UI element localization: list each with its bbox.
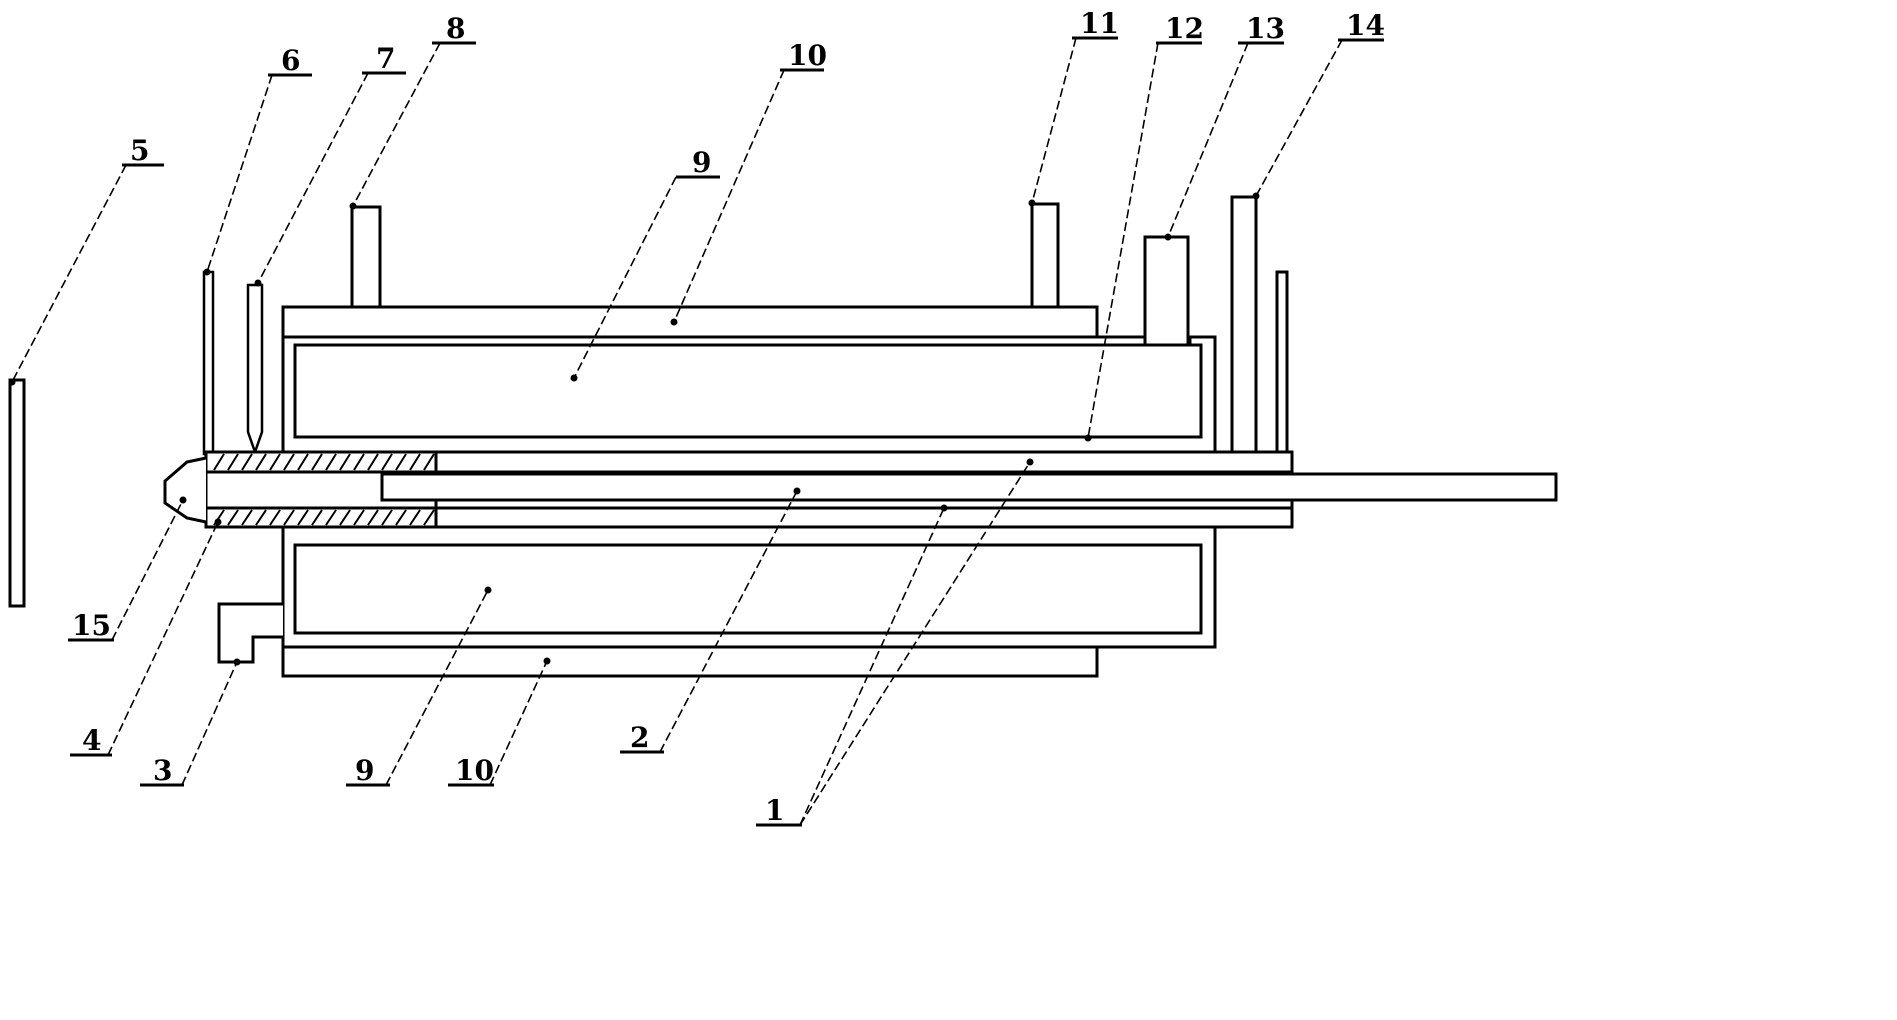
hatch-line bbox=[241, 509, 253, 526]
part-8-port bbox=[350, 205, 382, 309]
callout-1: 1 bbox=[756, 794, 802, 827]
hatch-line bbox=[283, 453, 295, 471]
callout-10-upper-text: 10 bbox=[788, 39, 827, 72]
callout-7-text: 7 bbox=[376, 42, 395, 75]
hatch-line bbox=[353, 453, 365, 471]
callout-10-upper: 10 bbox=[780, 39, 827, 72]
hatch-line bbox=[269, 453, 281, 471]
callout-8: 8 bbox=[432, 12, 476, 45]
hatch-line bbox=[325, 453, 337, 471]
hatch-line bbox=[381, 453, 393, 471]
part-14-tube bbox=[1230, 195, 1258, 454]
part-15-nozzle-tip bbox=[163, 456, 207, 524]
part-10-upper-jacket bbox=[281, 305, 1099, 339]
part-5-plate bbox=[8, 378, 26, 608]
hatch-line bbox=[255, 453, 267, 471]
callout-12-text: 12 bbox=[1165, 12, 1204, 45]
hatch-line bbox=[339, 509, 351, 526]
callout-9-upper: 9 bbox=[676, 146, 720, 179]
callout-2: 2 bbox=[620, 721, 664, 754]
device-cross-section-diagram: 5 6 7 8 9 10 11 12 13 14 15 4 bbox=[8, 7, 1558, 827]
callout-5: 5 bbox=[122, 134, 164, 167]
part-9-upper-chamber bbox=[293, 343, 1203, 439]
hatch-line bbox=[409, 453, 421, 471]
anchor-dots bbox=[8, 192, 1260, 666]
part-9-lower-chamber bbox=[293, 543, 1203, 635]
part-10-lower-jacket bbox=[281, 645, 1099, 678]
hatch-line bbox=[227, 509, 239, 526]
callout-9-upper-text: 9 bbox=[692, 146, 711, 179]
hatch-line bbox=[227, 453, 239, 471]
hatch-line bbox=[269, 509, 281, 526]
callout-10-lower: 10 bbox=[448, 754, 494, 787]
callout-3: 3 bbox=[140, 754, 184, 787]
callout-6-text: 6 bbox=[281, 44, 300, 77]
hatch-line bbox=[311, 453, 323, 471]
part-6-electrode bbox=[202, 270, 215, 456]
callout-15-text: 15 bbox=[72, 609, 111, 642]
hatch-line bbox=[283, 509, 295, 526]
callout-11-text: 11 bbox=[1080, 7, 1119, 40]
part-13-riser bbox=[1143, 235, 1190, 348]
callout-13-text: 13 bbox=[1246, 12, 1285, 45]
hatch-line bbox=[381, 509, 393, 526]
hatch-line bbox=[297, 509, 309, 526]
right-side-pipe bbox=[1275, 270, 1289, 454]
callout-9-lower: 9 bbox=[346, 754, 390, 787]
part-2-rod bbox=[380, 472, 1558, 502]
nozzle-hatching bbox=[213, 453, 435, 526]
callout-6: 6 bbox=[268, 44, 312, 77]
callout-14-text: 14 bbox=[1346, 9, 1385, 42]
hatch-line bbox=[213, 453, 225, 471]
hatch-line bbox=[423, 453, 435, 471]
callout-1-text: 1 bbox=[765, 794, 784, 827]
callout-12: 12 bbox=[1156, 12, 1204, 45]
callout-13: 13 bbox=[1238, 12, 1285, 45]
hatch-line bbox=[297, 453, 309, 471]
hatch-line bbox=[255, 509, 267, 526]
callout-2-text: 2 bbox=[630, 721, 649, 754]
callout-4-text: 4 bbox=[82, 724, 101, 757]
hatch-line bbox=[367, 509, 379, 526]
hatch-line bbox=[353, 509, 365, 526]
hatch-line bbox=[367, 453, 379, 471]
hatch-line bbox=[311, 509, 323, 526]
hatch-line bbox=[423, 509, 435, 526]
callout-8-text: 8 bbox=[446, 12, 465, 45]
callout-11: 11 bbox=[1072, 7, 1119, 40]
hatch-line bbox=[409, 509, 421, 526]
leader-lines bbox=[11, 37, 1343, 826]
hatch-line bbox=[395, 509, 407, 526]
callout-4: 4 bbox=[70, 724, 112, 757]
callout-10-lower-text: 10 bbox=[455, 754, 494, 787]
part-3-port bbox=[217, 602, 283, 664]
hatch-line bbox=[241, 453, 253, 471]
callout-15: 15 bbox=[68, 609, 114, 642]
callout-9-lower-text: 9 bbox=[355, 754, 374, 787]
part-11-port bbox=[1030, 202, 1060, 309]
hatch-line bbox=[325, 509, 337, 526]
hatch-line bbox=[395, 453, 407, 471]
hatch-line bbox=[339, 453, 351, 471]
part-7-needle bbox=[246, 283, 264, 456]
callout-7: 7 bbox=[362, 42, 406, 75]
callout-14: 14 bbox=[1338, 9, 1385, 42]
callout-3-text: 3 bbox=[153, 754, 172, 787]
callout-5-text: 5 bbox=[130, 134, 149, 167]
